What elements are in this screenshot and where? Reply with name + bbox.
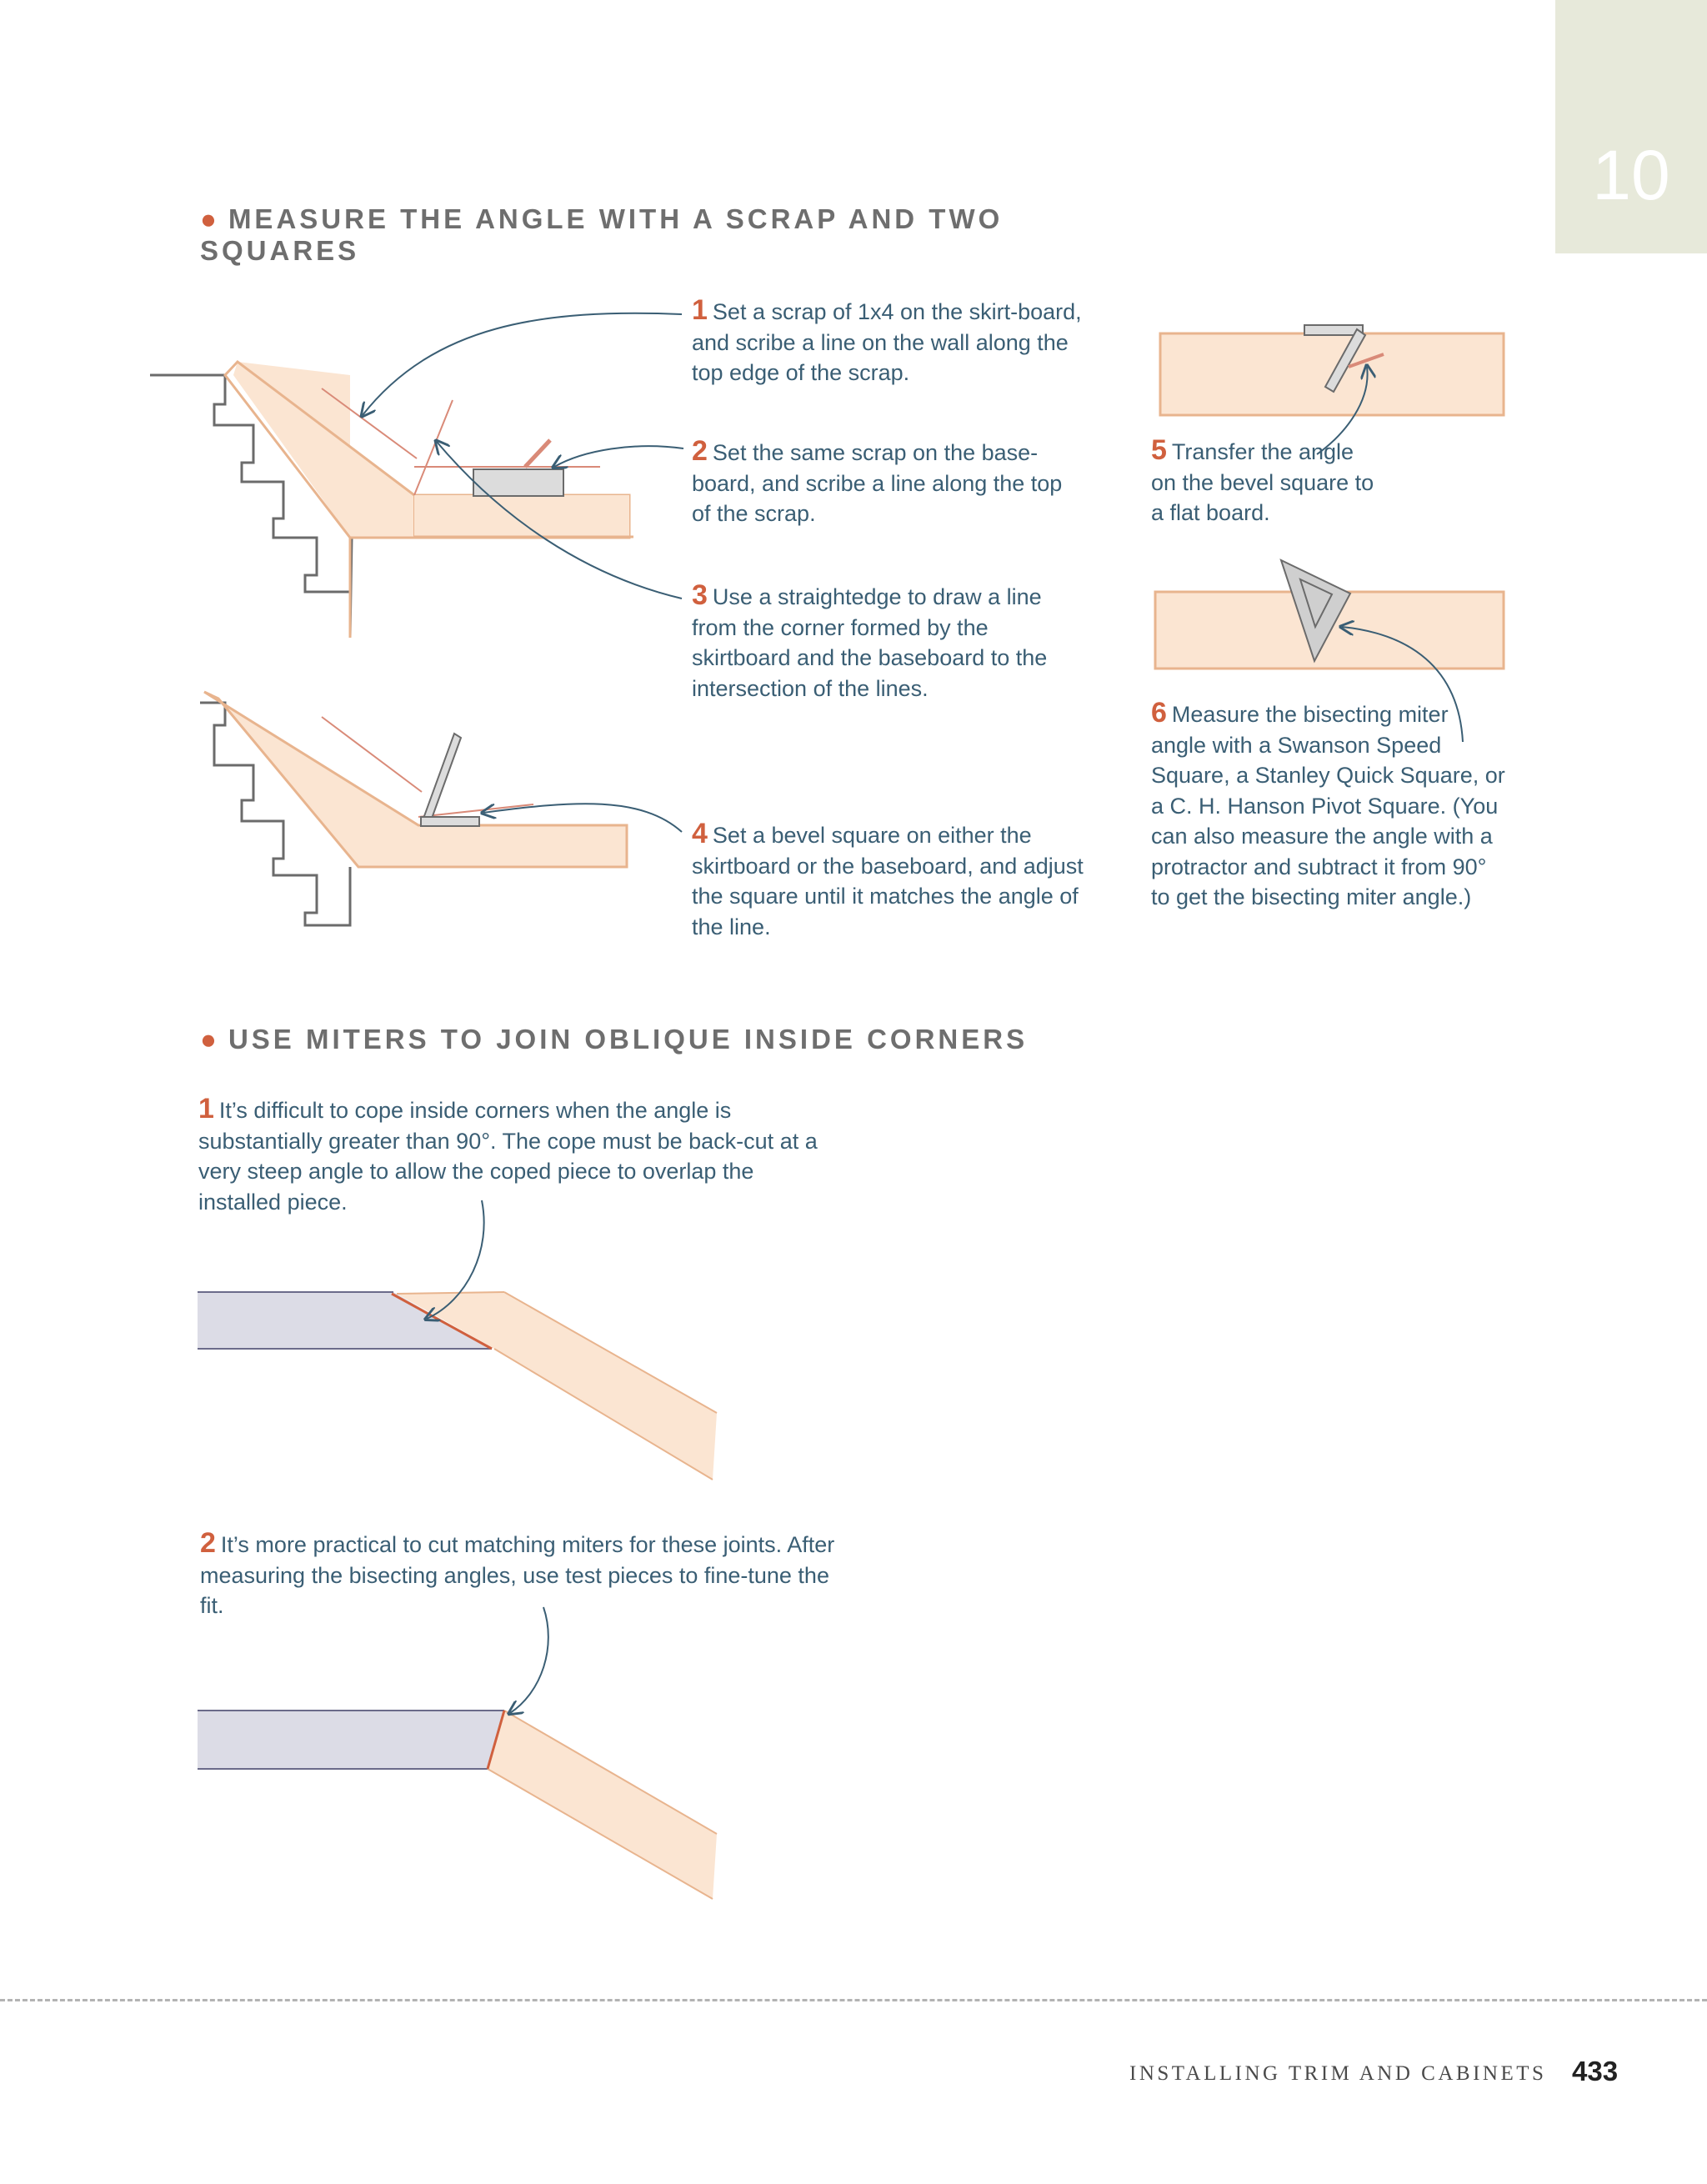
step-number: 2 [200,1527,216,1559]
board-diagram-6 [1154,559,1505,670]
miter-joint-diagram [198,1710,718,1900]
cope-joint-diagram [198,1291,718,1480]
step-text: Transfer the angle on the bevel square t… [1151,439,1374,525]
stair-diagram-2 [200,690,628,927]
heading-text: USE MITERS TO JOIN OBLIQUE INSIDE CORNER… [228,1024,1029,1054]
step-text: Set a bevel square on either the skirtbo… [692,823,1084,939]
step-number: 1 [692,294,708,326]
step-number: 3 [692,579,708,611]
step-text: It’s more practical to cut matching mite… [200,1532,835,1618]
bullet-icon: ● [200,203,220,234]
step-text: It’s difficult to cope inside corners wh… [198,1098,818,1215]
stair-diagram-1 [150,359,633,639]
chapter-number: 10 [1592,136,1670,214]
heading-line-2: SQUARES [200,235,360,266]
heading-line-1: MEASURE THE ANGLE WITH A SCRAP AND TWO [228,203,1004,234]
step-number: 1 [198,1093,214,1125]
section-heading-measure-angle: ●MEASURE THE ANGLE WITH A SCRAP AND TWO … [200,203,1034,267]
bullet-icon: ● [200,1024,220,1054]
step-number: 2 [692,435,708,467]
section-heading-use-miters: ● USE MITERS TO JOIN OBLIQUE INSIDE CORNE… [200,1024,1200,1055]
step-number: 4 [692,818,708,849]
board-diagram-5 [1159,324,1505,417]
step-text: Measure the bisecting miter angle with a… [1151,702,1505,909]
step-number: 6 [1151,697,1167,729]
footer-divider [0,1999,1707,2001]
step-text: Set a scrap of 1x4 on the skirt-board, a… [692,299,1082,385]
step-text: Use a straightedge to draw a line from t… [692,584,1048,701]
step-number: 5 [1151,434,1167,466]
page-number: 433 [1572,2056,1619,2086]
chapter-tab: 10 [1555,0,1707,253]
step-text: Set the same scrap on the base-board, an… [692,440,1063,526]
running-title: INSTALLING TRIM AND CABINETS [1129,2062,1547,2085]
callout-arrows [363,312,1464,1713]
